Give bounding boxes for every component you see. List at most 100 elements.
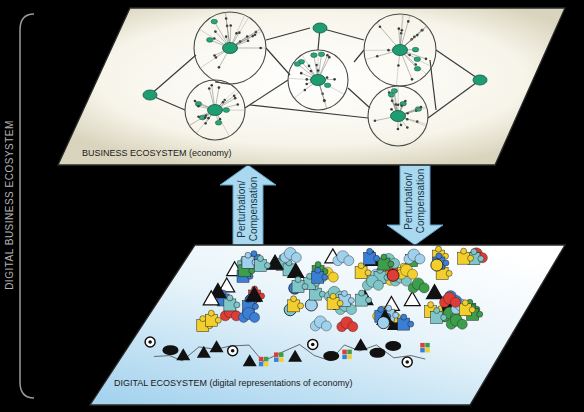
node-dot xyxy=(323,100,326,103)
digital-illustration xyxy=(145,246,487,367)
spoke xyxy=(318,50,319,71)
node-dot xyxy=(401,29,404,32)
cluster xyxy=(368,86,428,146)
digital-object xyxy=(385,341,401,351)
node-dot xyxy=(326,76,329,79)
digital-object xyxy=(387,269,399,281)
puzzle-knob xyxy=(478,256,484,262)
digital-object xyxy=(239,307,260,322)
digital-object xyxy=(440,292,461,307)
spoke xyxy=(417,27,427,36)
sub-hub xyxy=(215,121,221,126)
digital-object xyxy=(398,314,414,330)
sub-hub xyxy=(294,62,300,67)
digital-object xyxy=(458,248,474,264)
puzzle-knob xyxy=(249,268,255,274)
logo-square xyxy=(420,348,425,353)
spoke xyxy=(401,14,402,33)
digital-object xyxy=(210,340,224,352)
hub xyxy=(223,43,238,54)
digital-object xyxy=(145,337,155,347)
spoke xyxy=(196,118,208,133)
puzzle-knob xyxy=(341,290,347,296)
puzzle-knob xyxy=(446,270,452,276)
puzzle-knob xyxy=(436,253,442,259)
digital-object xyxy=(327,293,343,309)
node-dot xyxy=(323,99,326,102)
ecosystem-plane: BUSINESS ECOSYSTEM (economy) xyxy=(58,8,565,165)
blob xyxy=(162,345,178,355)
digital-object xyxy=(259,357,269,367)
node-dot xyxy=(406,118,409,121)
digital-object xyxy=(404,292,420,306)
plane-label: DIGITAL ECOSYSTEM (digital representatio… xyxy=(114,378,353,389)
logo-square xyxy=(264,357,269,362)
node-dot xyxy=(218,86,221,89)
logo-square xyxy=(279,357,284,362)
network-link xyxy=(250,105,368,118)
node-dot xyxy=(390,108,393,111)
puzzle-knob xyxy=(295,277,301,283)
arrow-label: Perturbation/ Compensation xyxy=(402,167,428,235)
spoke xyxy=(402,14,404,30)
puzzle-knob xyxy=(365,270,371,276)
node-dot xyxy=(425,58,428,61)
ring-dot xyxy=(231,349,235,353)
puzzle-knob xyxy=(471,249,477,255)
network-link xyxy=(348,88,370,108)
disc xyxy=(387,269,399,281)
logo-square xyxy=(259,357,264,362)
node-dot xyxy=(397,128,400,131)
node-dot xyxy=(251,35,254,38)
digital-object xyxy=(243,354,257,366)
node-dot xyxy=(300,72,303,75)
node-dot xyxy=(379,25,382,28)
logo-square xyxy=(259,362,264,367)
puzzle-knob xyxy=(367,248,373,254)
spoke xyxy=(407,119,426,126)
logo-square xyxy=(342,355,347,360)
puzzle-knob xyxy=(257,255,263,261)
digital-object xyxy=(280,247,301,262)
node-dot xyxy=(411,78,414,81)
cluster xyxy=(364,14,436,86)
node-dot xyxy=(222,101,225,104)
node-dot xyxy=(397,64,400,67)
digital-object xyxy=(354,338,368,350)
node-dot xyxy=(218,66,221,69)
node-dot xyxy=(197,105,200,108)
network-link xyxy=(245,80,288,108)
digital-object xyxy=(431,259,443,271)
digital-object xyxy=(402,357,412,367)
digital-object xyxy=(197,346,211,358)
puzzle-knob xyxy=(462,300,468,306)
logo-square xyxy=(347,355,352,360)
digital-object xyxy=(224,295,240,311)
puzzle-knob xyxy=(337,300,343,306)
puzzle-knob xyxy=(302,284,308,290)
puzzle-knob xyxy=(298,303,304,309)
ring xyxy=(145,337,155,347)
node-dot xyxy=(214,30,217,33)
triangle xyxy=(203,291,219,305)
digital-object xyxy=(176,348,190,360)
digital-object xyxy=(288,296,304,312)
puzzle-knob xyxy=(477,311,483,317)
spoke xyxy=(398,86,399,105)
cluster xyxy=(194,12,266,84)
network-link xyxy=(266,28,310,40)
node-dot xyxy=(304,89,307,92)
digital-object xyxy=(205,310,221,326)
cloud xyxy=(291,252,301,262)
digital-object xyxy=(378,254,394,270)
logo-square xyxy=(342,350,347,355)
sub-hub xyxy=(391,89,397,94)
hub xyxy=(313,23,327,33)
network-link xyxy=(150,55,196,95)
cluster-ring xyxy=(194,12,266,84)
digital-object xyxy=(408,278,429,293)
triangle xyxy=(288,350,302,362)
node-dot xyxy=(328,56,331,59)
puzzle-knob xyxy=(200,316,206,322)
